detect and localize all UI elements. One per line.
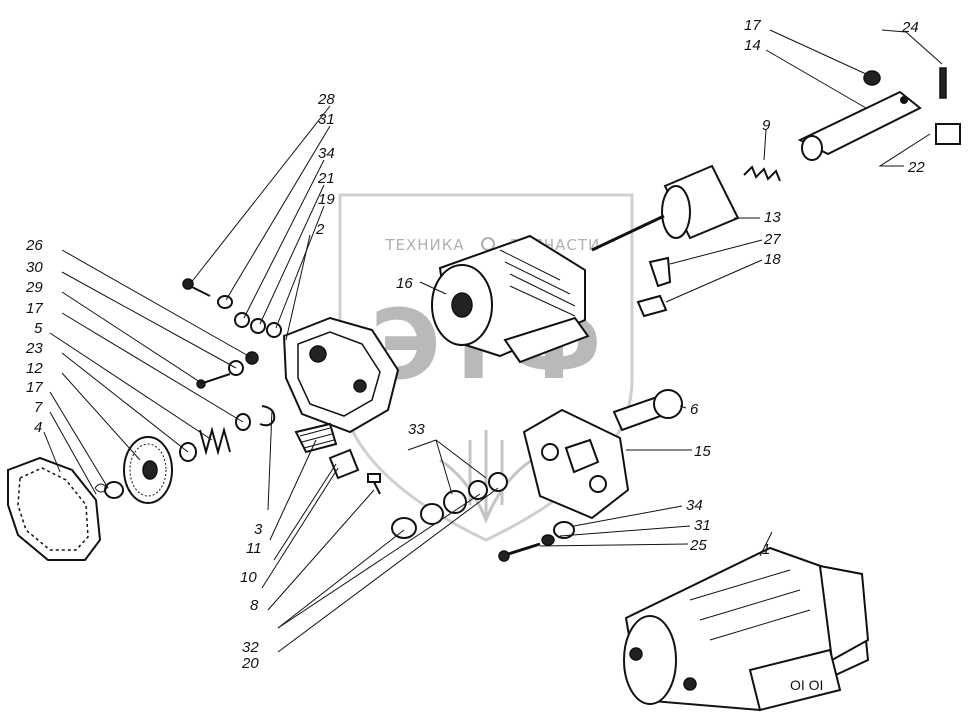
spring-part (199, 426, 231, 456)
callout-label: 22 (907, 159, 925, 176)
washer-part (488, 472, 508, 492)
callout-label: 8 (250, 597, 259, 614)
callout-label: 12 (26, 360, 43, 377)
nut-part (443, 490, 467, 514)
callout-label: 27 (763, 231, 781, 248)
callout-label: 31 (694, 517, 711, 534)
callout-label: 7 (34, 399, 43, 416)
assembled-unit-part: OI OI (623, 546, 870, 712)
parts: OI OI (7, 67, 961, 712)
housing-part (282, 316, 400, 434)
callout-label: 25 (689, 537, 707, 554)
callout-label: 29 (25, 279, 43, 296)
callout-label: 23 (25, 340, 43, 357)
callout-label: 34 (686, 497, 703, 514)
leader-lines (43, 29, 943, 653)
callout-label: 6 (690, 401, 699, 418)
washer-part (104, 481, 124, 499)
callout-label: 2 (315, 221, 325, 238)
bolt-part (648, 256, 672, 288)
callout-label: 3 (254, 521, 263, 538)
washer-part (266, 322, 282, 338)
callout-label: 17 (744, 17, 761, 34)
callout-label: 5 (34, 320, 43, 337)
cylinder-part (591, 164, 740, 252)
callout-label: 30 (26, 259, 43, 276)
nut-part (391, 517, 417, 539)
callout-label: 13 (764, 209, 781, 226)
washer-part (468, 480, 488, 500)
callout-label: 15 (694, 443, 711, 460)
watermark-word-left: ТЕХНИКА (384, 236, 464, 254)
callout-label: 11 (246, 540, 262, 557)
plate-part (636, 294, 668, 318)
callout-label: 1 (762, 541, 770, 558)
lever-part (797, 90, 922, 161)
pin-part (939, 67, 947, 99)
callout-label: 24 (901, 19, 919, 36)
callout-label: 16 (396, 275, 413, 292)
callout-label: 20 (241, 655, 259, 672)
callout-label: 17 (26, 379, 43, 396)
callout-label: 9 (762, 117, 771, 134)
clip-part (259, 405, 276, 427)
callout-label: 4 (34, 419, 42, 436)
washer-part (420, 503, 444, 525)
svg-text:OI OI: OI OI (790, 677, 823, 693)
callout-labels: 28 31 34 21 19 2 26 30 29 17 5 23 12 17 … (25, 17, 925, 672)
washer-part (217, 295, 233, 309)
callout-label: 21 (317, 170, 335, 187)
bolt-part (498, 542, 541, 562)
callout-label: 31 (318, 111, 335, 128)
bolt-part (612, 389, 683, 432)
spring-part (743, 165, 781, 182)
callout-label: 19 (318, 191, 335, 208)
callout-label: 34 (318, 145, 335, 162)
bolt-part (935, 123, 961, 145)
gasket-part (7, 456, 102, 561)
gear-icon (481, 237, 495, 251)
callout-label: 14 (744, 37, 761, 54)
washer-part (553, 521, 575, 539)
callout-label: 32 (242, 639, 259, 656)
callout-label: 26 (25, 237, 43, 254)
callout-label: 17 (26, 300, 43, 317)
washer-part (234, 312, 250, 328)
washer-part (250, 318, 266, 334)
nut-part (541, 534, 555, 546)
flange-plate-part (522, 408, 630, 520)
callout-label: 18 (764, 251, 781, 268)
nut-part (863, 70, 881, 86)
callout-label: 33 (408, 421, 425, 438)
callout-label: 28 (317, 91, 335, 108)
callout-label: 10 (240, 569, 257, 586)
motor-part (431, 234, 590, 364)
